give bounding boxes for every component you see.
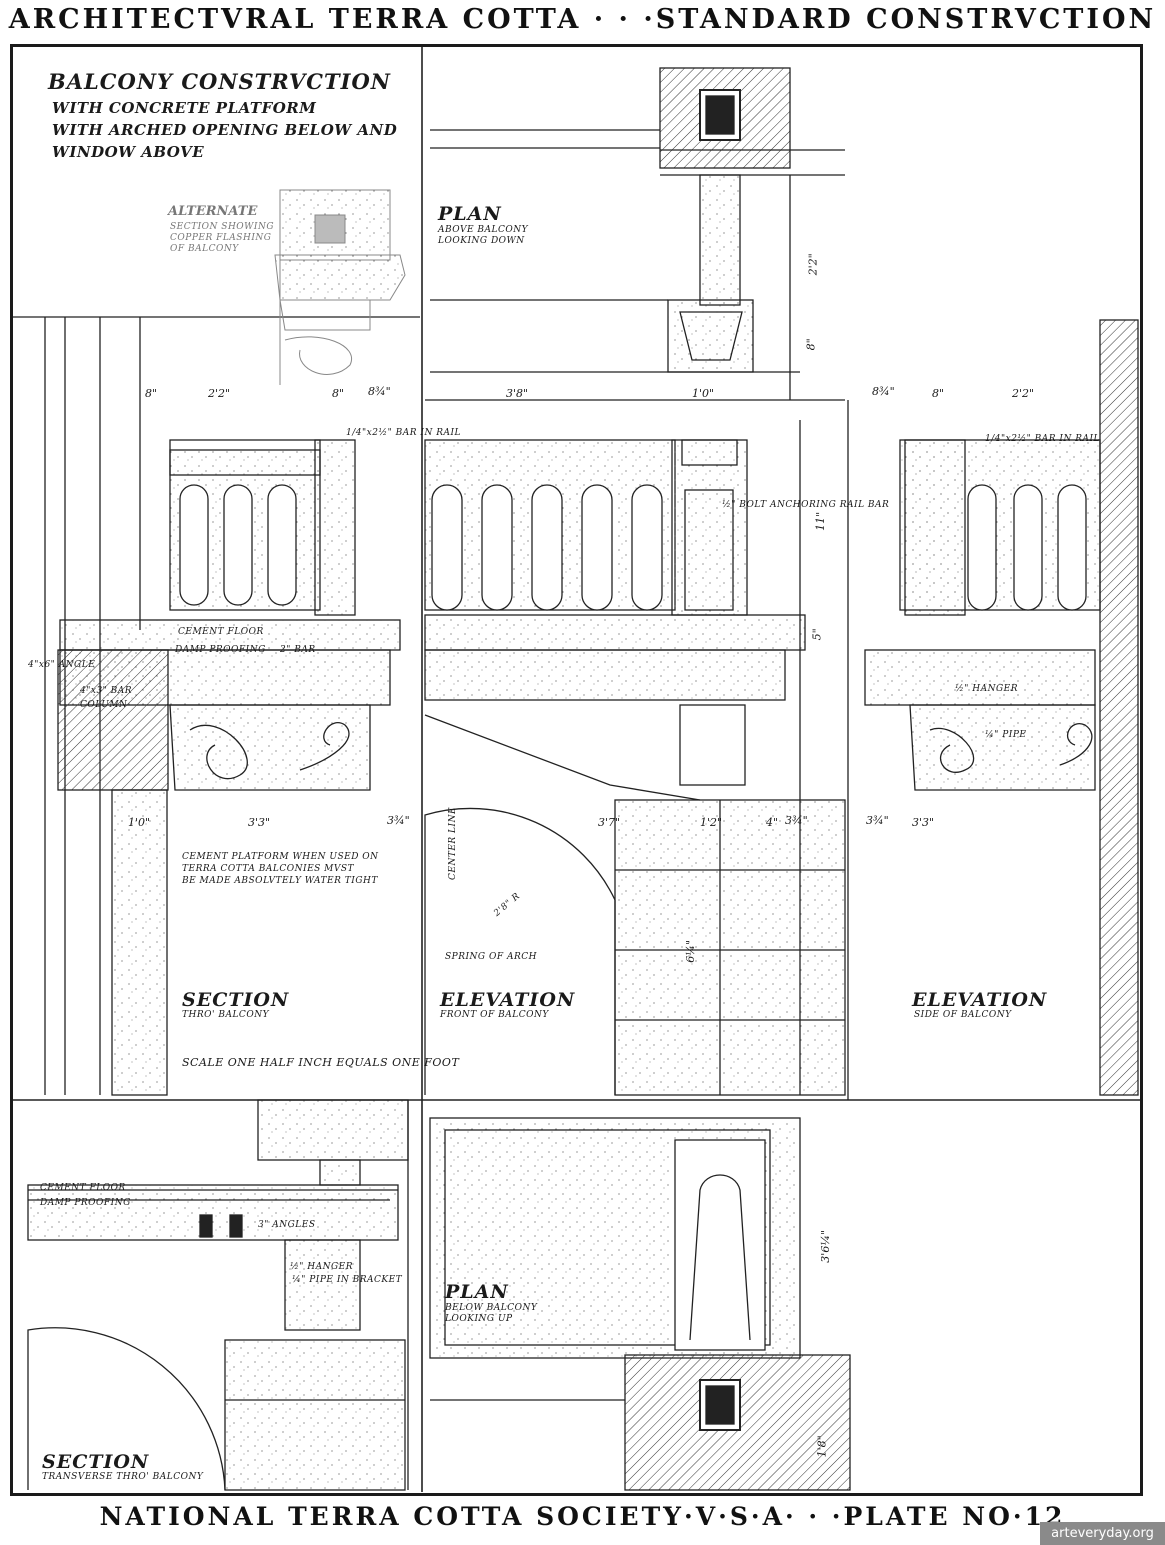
- dim-3-3-4-side: 3¾": [866, 814, 889, 827]
- column-label: COLUMN: [80, 700, 128, 710]
- cement-note-3: BE MADE ABSOLVTELY WATER TIGHT: [182, 876, 378, 886]
- section-thru-title: SECTION: [182, 989, 290, 1011]
- section-transverse-title: SECTION: [42, 1451, 150, 1473]
- angles-label: 3" ANGLES: [258, 1220, 316, 1230]
- bolt-label: ½" BOLT ANCHORING RAIL BAR: [722, 500, 890, 510]
- dim-5: 5": [810, 628, 824, 641]
- hanger-label: ½" HANGER: [955, 684, 1018, 694]
- alternate-line-1: SECTION SHOWING: [170, 222, 275, 232]
- cement-note-2: TERRA COTTA BALCONIES MVST: [182, 864, 355, 874]
- watermark-badge: arteveryday.org: [1040, 1522, 1165, 1545]
- transverse-damp-proofing-label: DAMP PROOFING: [40, 1198, 131, 1208]
- plan-below-sub-2: LOOKING UP: [445, 1314, 513, 1324]
- dim-2-2-right: 2'2": [1012, 387, 1035, 400]
- plan-above-balcony-drawing: [425, 67, 845, 401]
- dim-8-3-4: 8¾": [368, 385, 391, 398]
- dim-8: 8": [145, 387, 158, 400]
- dim-1-0: 1'0": [692, 387, 715, 400]
- plan-above-sub-1: ABOVE BALCONY: [438, 225, 529, 235]
- alternate-section-sketch: [274, 189, 406, 385]
- plate-frame: [10, 44, 1143, 1496]
- plan-below-balcony-drawing: [429, 1117, 851, 1491]
- cement-note-1: CEMENT PLATFORM WHEN USED ON: [182, 852, 379, 862]
- center-line-label: CENTER LINE: [448, 806, 458, 880]
- pipe-label: ¼" PIPE: [985, 730, 1027, 740]
- plan-above-title: PLAN: [438, 203, 502, 225]
- dim-1-2: 1'2": [700, 816, 723, 829]
- plan-below-title: PLAN: [445, 1281, 509, 1303]
- spring-of-arch-label: SPRING OF ARCH: [445, 952, 537, 962]
- dim-4: 4": [766, 816, 779, 829]
- dim-3-3: 3'3": [248, 816, 271, 829]
- title-line-1: WITH CONCRETE PLATFORM: [52, 99, 317, 117]
- plan-below-sub-1: BELOW BALCONY: [445, 1303, 538, 1313]
- transverse-cement-floor-label: CEMENT FLOOR: [40, 1183, 126, 1193]
- transverse-hanger-label: ½" HANGER: [290, 1262, 353, 1272]
- plan-above-sub-2: LOOKING DOWN: [438, 236, 525, 246]
- dim-8-left: 8": [332, 387, 345, 400]
- dim-11: 11": [814, 511, 828, 531]
- dim-3-8: 3'8": [506, 387, 529, 400]
- title-line-3: WINDOW ABOVE: [52, 143, 205, 161]
- dim-3-3-4: 3¾": [387, 814, 410, 827]
- section-thru-balcony-drawing: [44, 317, 401, 1096]
- dim-3-6-1-4: 3'6¼": [819, 1229, 833, 1263]
- dim-8-right: 8": [932, 387, 945, 400]
- transverse-section-drawing: [27, 1099, 409, 1491]
- section-thru-sub: THRO' BALCONY: [182, 1010, 270, 1020]
- bar-label: 2" BAR: [280, 645, 316, 655]
- bar-in-rail-label-right: 1/4"x2½" BAR IN RAIL: [985, 434, 1100, 444]
- plate-header-title: ARCHITECTVRAL TERRA COTTA · · ·STANDARD …: [8, 4, 1157, 35]
- side-elevation-title: ELEVATION: [912, 989, 1048, 1011]
- section-transverse-sub: TRANSVERSE THRO' BALCONY: [42, 1472, 204, 1482]
- angle-label: 4"x6" ANGLE: [28, 660, 96, 670]
- cement-floor-label: CEMENT FLOOR: [178, 627, 264, 637]
- front-elevation-title: ELEVATION: [440, 989, 576, 1011]
- dim-3-7: 3'7": [598, 816, 621, 829]
- bar-in-rail-label-left: 1/4"x2½" BAR IN RAIL: [346, 428, 461, 438]
- dim-2-2-vertical: 2'2": [806, 253, 820, 276]
- dim-1-0-section: 1'0": [128, 816, 151, 829]
- side-elevation-sub: SIDE OF BALCONY: [914, 1010, 1012, 1020]
- front-elevation-drawing: [424, 420, 846, 1096]
- main-drawing-title: BALCONY CONSTRVCTION: [48, 69, 391, 94]
- scale-note: SCALE ONE HALF INCH EQUALS ONE FOOT: [182, 1056, 460, 1069]
- damp-proofing-label: DAMP PROOFING: [175, 645, 266, 655]
- alternate-line-2: COPPER FLASHING: [170, 233, 272, 243]
- dim-3-3-4-elev: 3¾": [785, 814, 808, 827]
- dim-8-3-4-right: 8¾": [872, 385, 895, 398]
- dim-6-1-4: 6¼": [684, 939, 698, 963]
- dim-8-vertical: 8": [804, 338, 818, 351]
- side-elevation-drawing: [864, 319, 1139, 1096]
- alternate-title: ALTERNATE: [168, 204, 258, 219]
- title-line-2: WITH ARCHED OPENING BELOW AND: [52, 121, 398, 139]
- front-elevation-sub: FRONT OF BALCONY: [440, 1010, 549, 1020]
- dim-1-8: 1'8": [815, 1435, 829, 1458]
- dim-3-3-side: 3'3": [912, 816, 935, 829]
- dim-2-2: 2'2": [208, 387, 231, 400]
- pipe-bracket-label: ¼" PIPE IN BRACKET: [292, 1275, 403, 1285]
- alternate-line-3: OF BALCONY: [170, 244, 239, 254]
- plate-footer-title: NATIONAL TERRA COTTA SOCIETY·V·S·A· · ·P…: [99, 1502, 1066, 1531]
- small-bar-label: 4"x3" BAR: [80, 686, 133, 696]
